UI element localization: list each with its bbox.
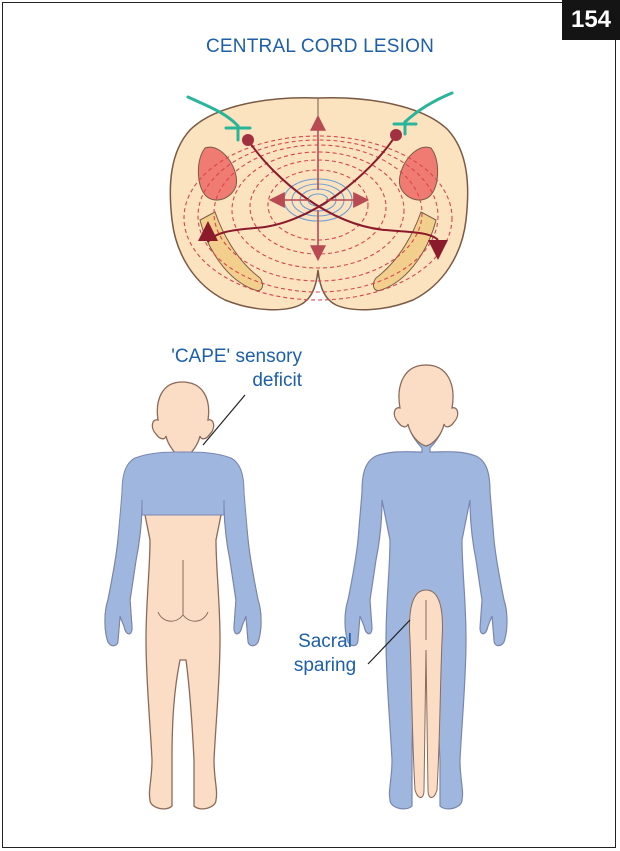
spinal-cord-section bbox=[170, 93, 467, 310]
head-right-skin bbox=[394, 365, 457, 446]
sacral-sparing-label: Sacral sparing bbox=[290, 630, 360, 678]
dorsal-root-ganglion-left bbox=[242, 134, 254, 146]
dorsal-root-ganglion-right bbox=[390, 129, 402, 141]
cape-label-line1: 'CAPE' sensory bbox=[132, 345, 302, 369]
sacral-label-line2: sparing bbox=[290, 654, 360, 678]
figure-sacral-sparing bbox=[345, 365, 507, 809]
figure-cape-deficit bbox=[105, 382, 261, 809]
cape-deficit-label: 'CAPE' sensory deficit bbox=[132, 345, 302, 393]
cape-label-line2: deficit bbox=[132, 369, 302, 393]
sacral-label-line1: Sacral bbox=[290, 630, 360, 654]
